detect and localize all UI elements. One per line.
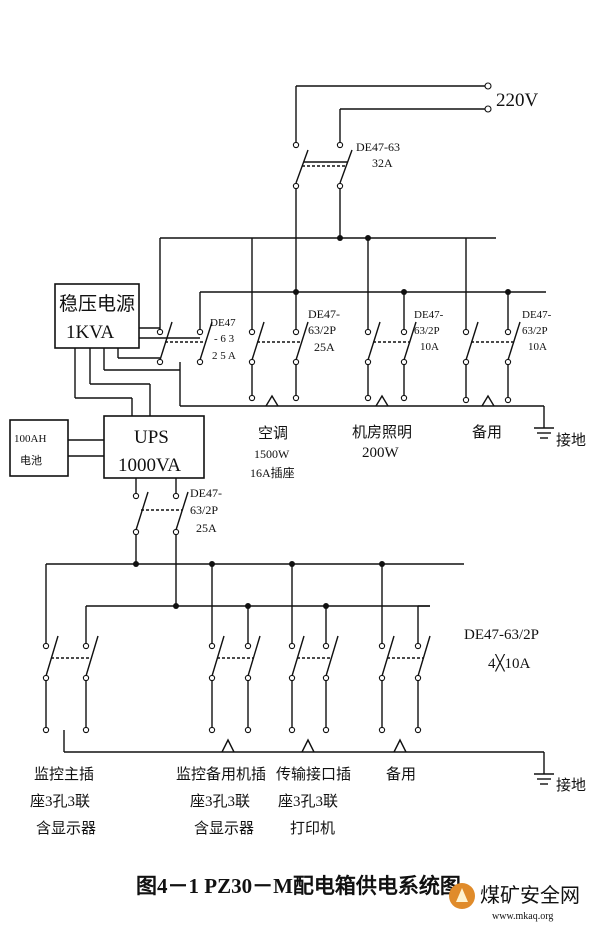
upper-breaker-3-type: 63/2P [414,325,440,337]
ups-breaker: DE47- 63/2P 25A [132,486,222,606]
lower-breaker-1 [42,635,99,734]
supply-input: 220V [295,82,539,142]
lower-load-3: 传输接口插 座3孔3联 打印机 [276,766,351,837]
watermark: 煤矿安全网 www.mkaq.org [449,883,580,922]
ac-name: 空调 [258,425,288,442]
main-breaker-model: DE47-63 [356,140,400,154]
lower-load-3-line1: 传输接口插 [276,766,351,783]
stabilizer-wiring [74,327,200,416]
upper-breaker-1: DE47 - 6 3 2 5 A [156,317,236,366]
ups: UPS 1000VA [103,415,205,494]
lower-load-1-line1: 监控主插 [34,766,94,783]
supply-voltage-label: 220V [496,90,539,111]
upper-breaker-4-rating: 10A [528,341,547,353]
upper-load-lighting: 机房照明 200W [352,424,412,461]
upper-breaker-3-model: DE47- [414,309,444,321]
lower-load-4: 备用 [386,766,416,783]
ac-socket: 16A插座 [250,465,295,480]
battery: 100AH 电池 [9,419,104,477]
battery-capacity: 100AH [14,433,46,445]
figure-caption: 图4－1 PZ30－M配电箱供电系统图 [136,874,461,898]
upper-bus [159,235,546,330]
upper-breaker-2-type: 63/2P [308,323,336,337]
ups-breaker-type: 63/2P [190,503,218,517]
lower-load-1: 监控主插 座3孔3联 含显示器 [30,766,96,837]
upper-breaker-1-type: - 6 3 [214,333,235,345]
ups-name: UPS [134,427,169,448]
upper-breaker-4: DE47- 63/2P 10A [462,309,552,366]
ups-rating: 1000VA [118,455,181,476]
lighting-power: 200W [362,445,400,461]
lower-return-line: 接地 [63,730,586,794]
lower-breaker-3 [288,635,339,734]
upper-load-ac: 空调 1500W 16A插座 [250,425,295,480]
lower-breaker-4 [378,635,431,734]
lower-bus [45,561,464,644]
upper-load-spare: 备用 [472,424,502,441]
ground-symbol-upper: 接地 [534,406,586,449]
ac-power: 1500W [254,447,290,461]
upper-breaker-3-rating: 10A [420,341,439,353]
lower-load-2-line3: 含显示器 [194,820,254,837]
lighting-name: 机房照明 [352,424,412,441]
main-breaker: DE47-63 32A [292,140,400,292]
lower-load-1-line2: 座3孔3联 [30,793,90,810]
battery-name: 电池 [20,454,42,467]
lower-breaker-qty: 4╳10A [488,654,531,672]
upper-breaker-2-model: DE47- [308,307,340,321]
upper-breaker-3: DE47- 63/2P 10A [364,309,444,366]
lower-load-2-line2: 座3孔3联 [190,793,250,810]
lower-load-2: 监控备用机插 座3孔3联 含显示器 [176,766,266,837]
upper-breaker-2-rating: 25A [314,340,335,354]
lower-breaker-2 [208,635,261,734]
upper-breaker-1-rating: 2 5 A [212,350,236,362]
upper-breaker-2: DE47- 63/2P 25A [248,307,340,366]
stabilizer-name: 稳压电源 [59,293,135,315]
ups-breaker-model: DE47- [190,486,222,500]
lower-load-3-line3: 打印机 [290,820,335,837]
upper-branch-outputs [179,362,544,407]
watermark-text: 煤矿安全网 [480,884,580,907]
lower-breaker-model: DE47-63/2P [464,627,539,643]
lower-load-2-line1: 监控备用机插 [176,766,266,783]
upper-breaker-4-model: DE47- [522,309,552,321]
ups-breaker-rating: 25A [196,521,217,535]
lower-load-3-line2: 座3孔3联 [278,793,338,810]
upper-breaker-4-type: 63/2P [522,325,548,337]
voltage-stabilizer: 稳压电源 1KVA [54,283,140,349]
main-breaker-rating: 32A [372,156,393,170]
watermark-url: www.mkaq.org [492,911,553,922]
ground-label-upper: 接地 [556,432,586,449]
lower-breaker-spec: DE47-63/2P 4╳10A [464,627,539,672]
upper-breaker-1-model: DE47 [210,317,236,329]
stabilizer-rating: 1KVA [66,322,114,343]
ground-label-lower: 接地 [556,777,586,794]
lower-load-1-line3: 含显示器 [36,820,96,837]
